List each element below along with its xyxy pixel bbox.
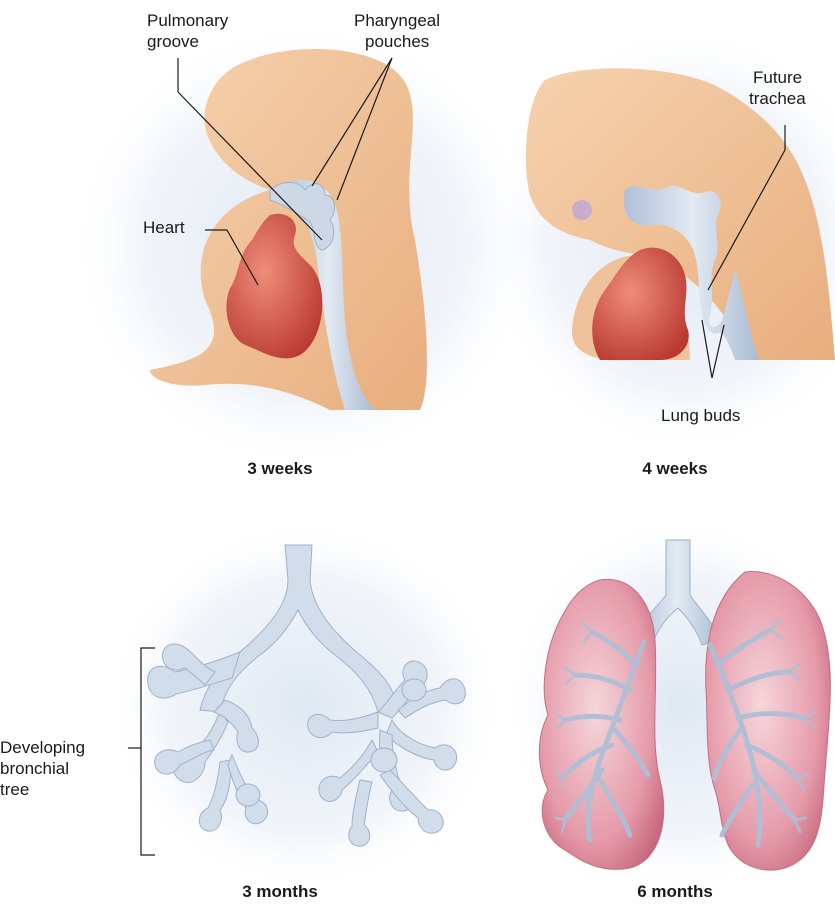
label-pharyngeal-1: Pharyngeal <box>354 11 440 30</box>
label-tree: tree <box>0 780 29 799</box>
caption-3-months: 3 months <box>242 882 318 901</box>
label-lung-buds: Lung buds <box>661 406 740 425</box>
label-pharyngeal-2: pouches <box>365 32 429 51</box>
label-future: Future <box>753 68 802 87</box>
label-pulmonary-1: Pulmonary <box>147 11 229 30</box>
eye-spot <box>572 200 592 220</box>
panel-6-months <box>505 515 835 895</box>
label-heart: Heart <box>143 218 185 237</box>
label-developing: Developing <box>0 738 85 757</box>
caption-6-months: 6 months <box>637 882 713 901</box>
label-bronchial: bronchial <box>0 759 69 778</box>
caption-4-weeks: 4 weeks <box>642 459 707 478</box>
label-trachea: trachea <box>749 89 806 108</box>
panel-3-months <box>105 520 505 890</box>
panel-3-weeks <box>70 20 540 470</box>
label-pulmonary-2: groove <box>147 32 199 51</box>
caption-3-weeks: 3 weeks <box>247 459 312 478</box>
